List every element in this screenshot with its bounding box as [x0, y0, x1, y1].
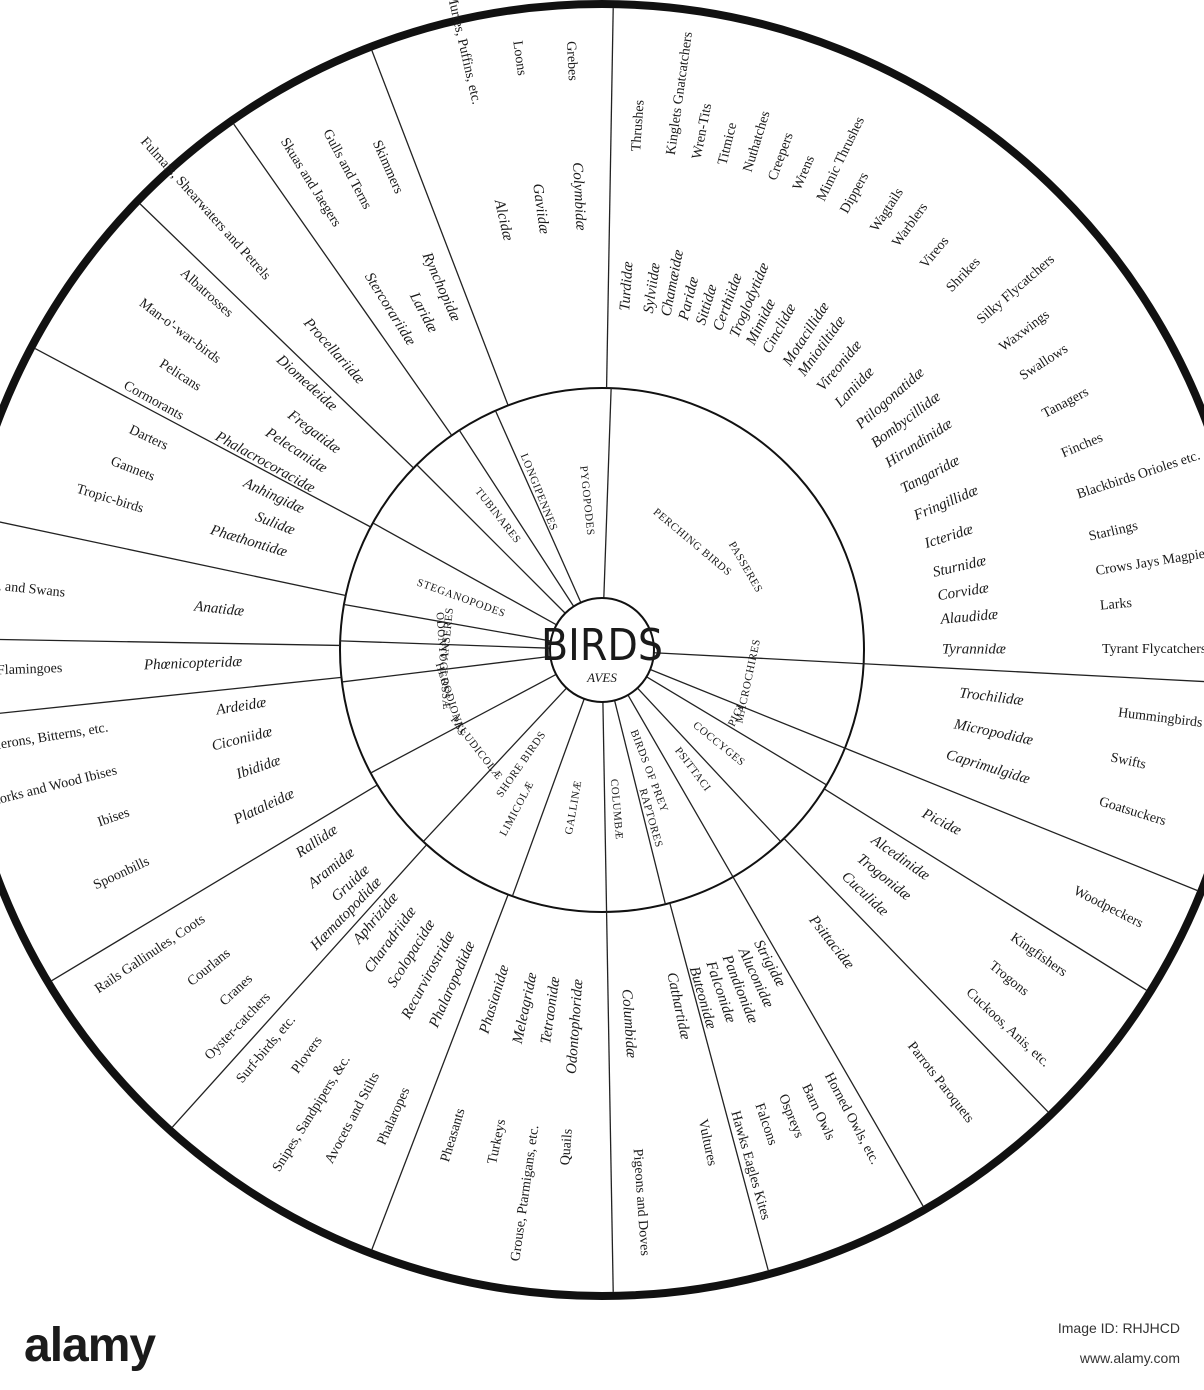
family-divider	[0, 638, 341, 647]
site-url-label[interactable]: www.alamy.com	[1079, 1350, 1180, 1366]
watermark-bar	[0, 1300, 1204, 1390]
order-divider	[458, 429, 575, 607]
family-name-odontophorid: Odontophoridæ	[564, 979, 587, 1075]
order-divider	[653, 652, 864, 665]
order-divider	[646, 676, 827, 786]
family-name-ardeid: Ardeidæ	[214, 695, 267, 719]
common-name-tyrannid: Tyrant Flycatchers	[1102, 642, 1204, 657]
family-name-sylviid: Sylviidæ	[641, 262, 664, 315]
family-divider	[605, 911, 614, 1292]
brand-logo[interactable]: alamy	[24, 1319, 156, 1372]
order-divider	[370, 673, 557, 774]
common-name-micropodid: Swifts	[1109, 751, 1147, 773]
family-entry: Alaudidæ Larks	[939, 596, 1133, 628]
order-divider	[340, 640, 551, 649]
common-name-colymbid: Grebes	[563, 41, 580, 81]
center-hub: BIRDS AVES	[541, 597, 663, 703]
order-divider	[636, 687, 782, 843]
family-name-colymbid: Colymbidæ	[569, 162, 589, 231]
family-name-anatid: Anatidæ	[192, 599, 244, 620]
family-divider	[823, 788, 1147, 991]
order-divider	[649, 668, 846, 749]
family-entry: Colymbidæ Grebes	[563, 41, 589, 231]
center-title: BIRDS	[541, 620, 663, 671]
family-divider	[171, 844, 428, 1128]
family-entry: Phœnicopteridæ Flamingoes	[0, 654, 242, 678]
family-name-trochilid: Trochilidæ	[958, 685, 1024, 709]
family-name-corvid: Corvidæ	[936, 580, 990, 604]
family-entry: Gaviidæ Loons	[509, 40, 552, 235]
common-name-turdid: Thrushes	[629, 99, 648, 151]
order-divider	[416, 464, 566, 614]
order-divider	[602, 701, 608, 912]
order-divider	[422, 687, 568, 843]
family-entry: Tyrannidæ Tyrant Flycatchers	[942, 641, 1204, 657]
order-divider	[372, 522, 557, 626]
family-divider	[605, 8, 614, 389]
order-divider	[603, 388, 612, 599]
common-name-columbid: Pigeons and Doves	[630, 1148, 652, 1256]
family-name-ph-nicopterid: Phœnicopteridæ	[143, 654, 243, 673]
family-name-alaudid: Alaudidæ	[939, 607, 999, 628]
sector-dividers	[0, 8, 1204, 1292]
family-divider	[0, 521, 346, 597]
common-name-ph-nicopterid: Flamingoes	[0, 661, 63, 678]
image-id-label: Image ID: RHJHCD	[1057, 1320, 1180, 1336]
family-divider	[669, 902, 769, 1271]
family-name-gaviid: Gaviidæ	[529, 183, 552, 236]
family-name-tyrannid: Tyrannidæ	[942, 641, 1006, 657]
order-label-columb-: COLUMBÆ	[608, 778, 625, 840]
family-divider	[139, 203, 414, 469]
family-divider	[371, 894, 509, 1250]
family-divider	[783, 838, 1049, 1113]
order-divider	[494, 410, 582, 603]
order-divider	[627, 694, 734, 878]
order-divider	[341, 655, 551, 683]
family-divider	[51, 784, 378, 982]
order-divider	[511, 698, 585, 897]
order-divider	[613, 700, 667, 905]
center-subtitle: AVES	[586, 670, 617, 685]
order-label-anseres: ANSERES	[439, 607, 456, 661]
family-name-turdid: Turdidæ	[617, 261, 636, 311]
order-divider	[343, 603, 551, 642]
family-divider	[233, 123, 453, 436]
family-divider	[844, 747, 1198, 892]
family-divider	[732, 876, 924, 1207]
order-ring	[339, 387, 865, 913]
common-name-odontophorid: Quails	[558, 1128, 576, 1166]
family-divider	[371, 50, 509, 406]
family-divider	[0, 676, 342, 714]
common-name-gaviid: Loons	[509, 40, 529, 77]
family-divider	[34, 348, 371, 528]
hub-circle	[549, 597, 655, 703]
family-name-columbid: Columbidæ	[618, 989, 639, 1059]
common-name-alaudid: Larks	[1099, 596, 1132, 614]
family-entry: Turdidæ Thrushes	[617, 99, 647, 311]
family-divider	[863, 663, 1204, 683]
